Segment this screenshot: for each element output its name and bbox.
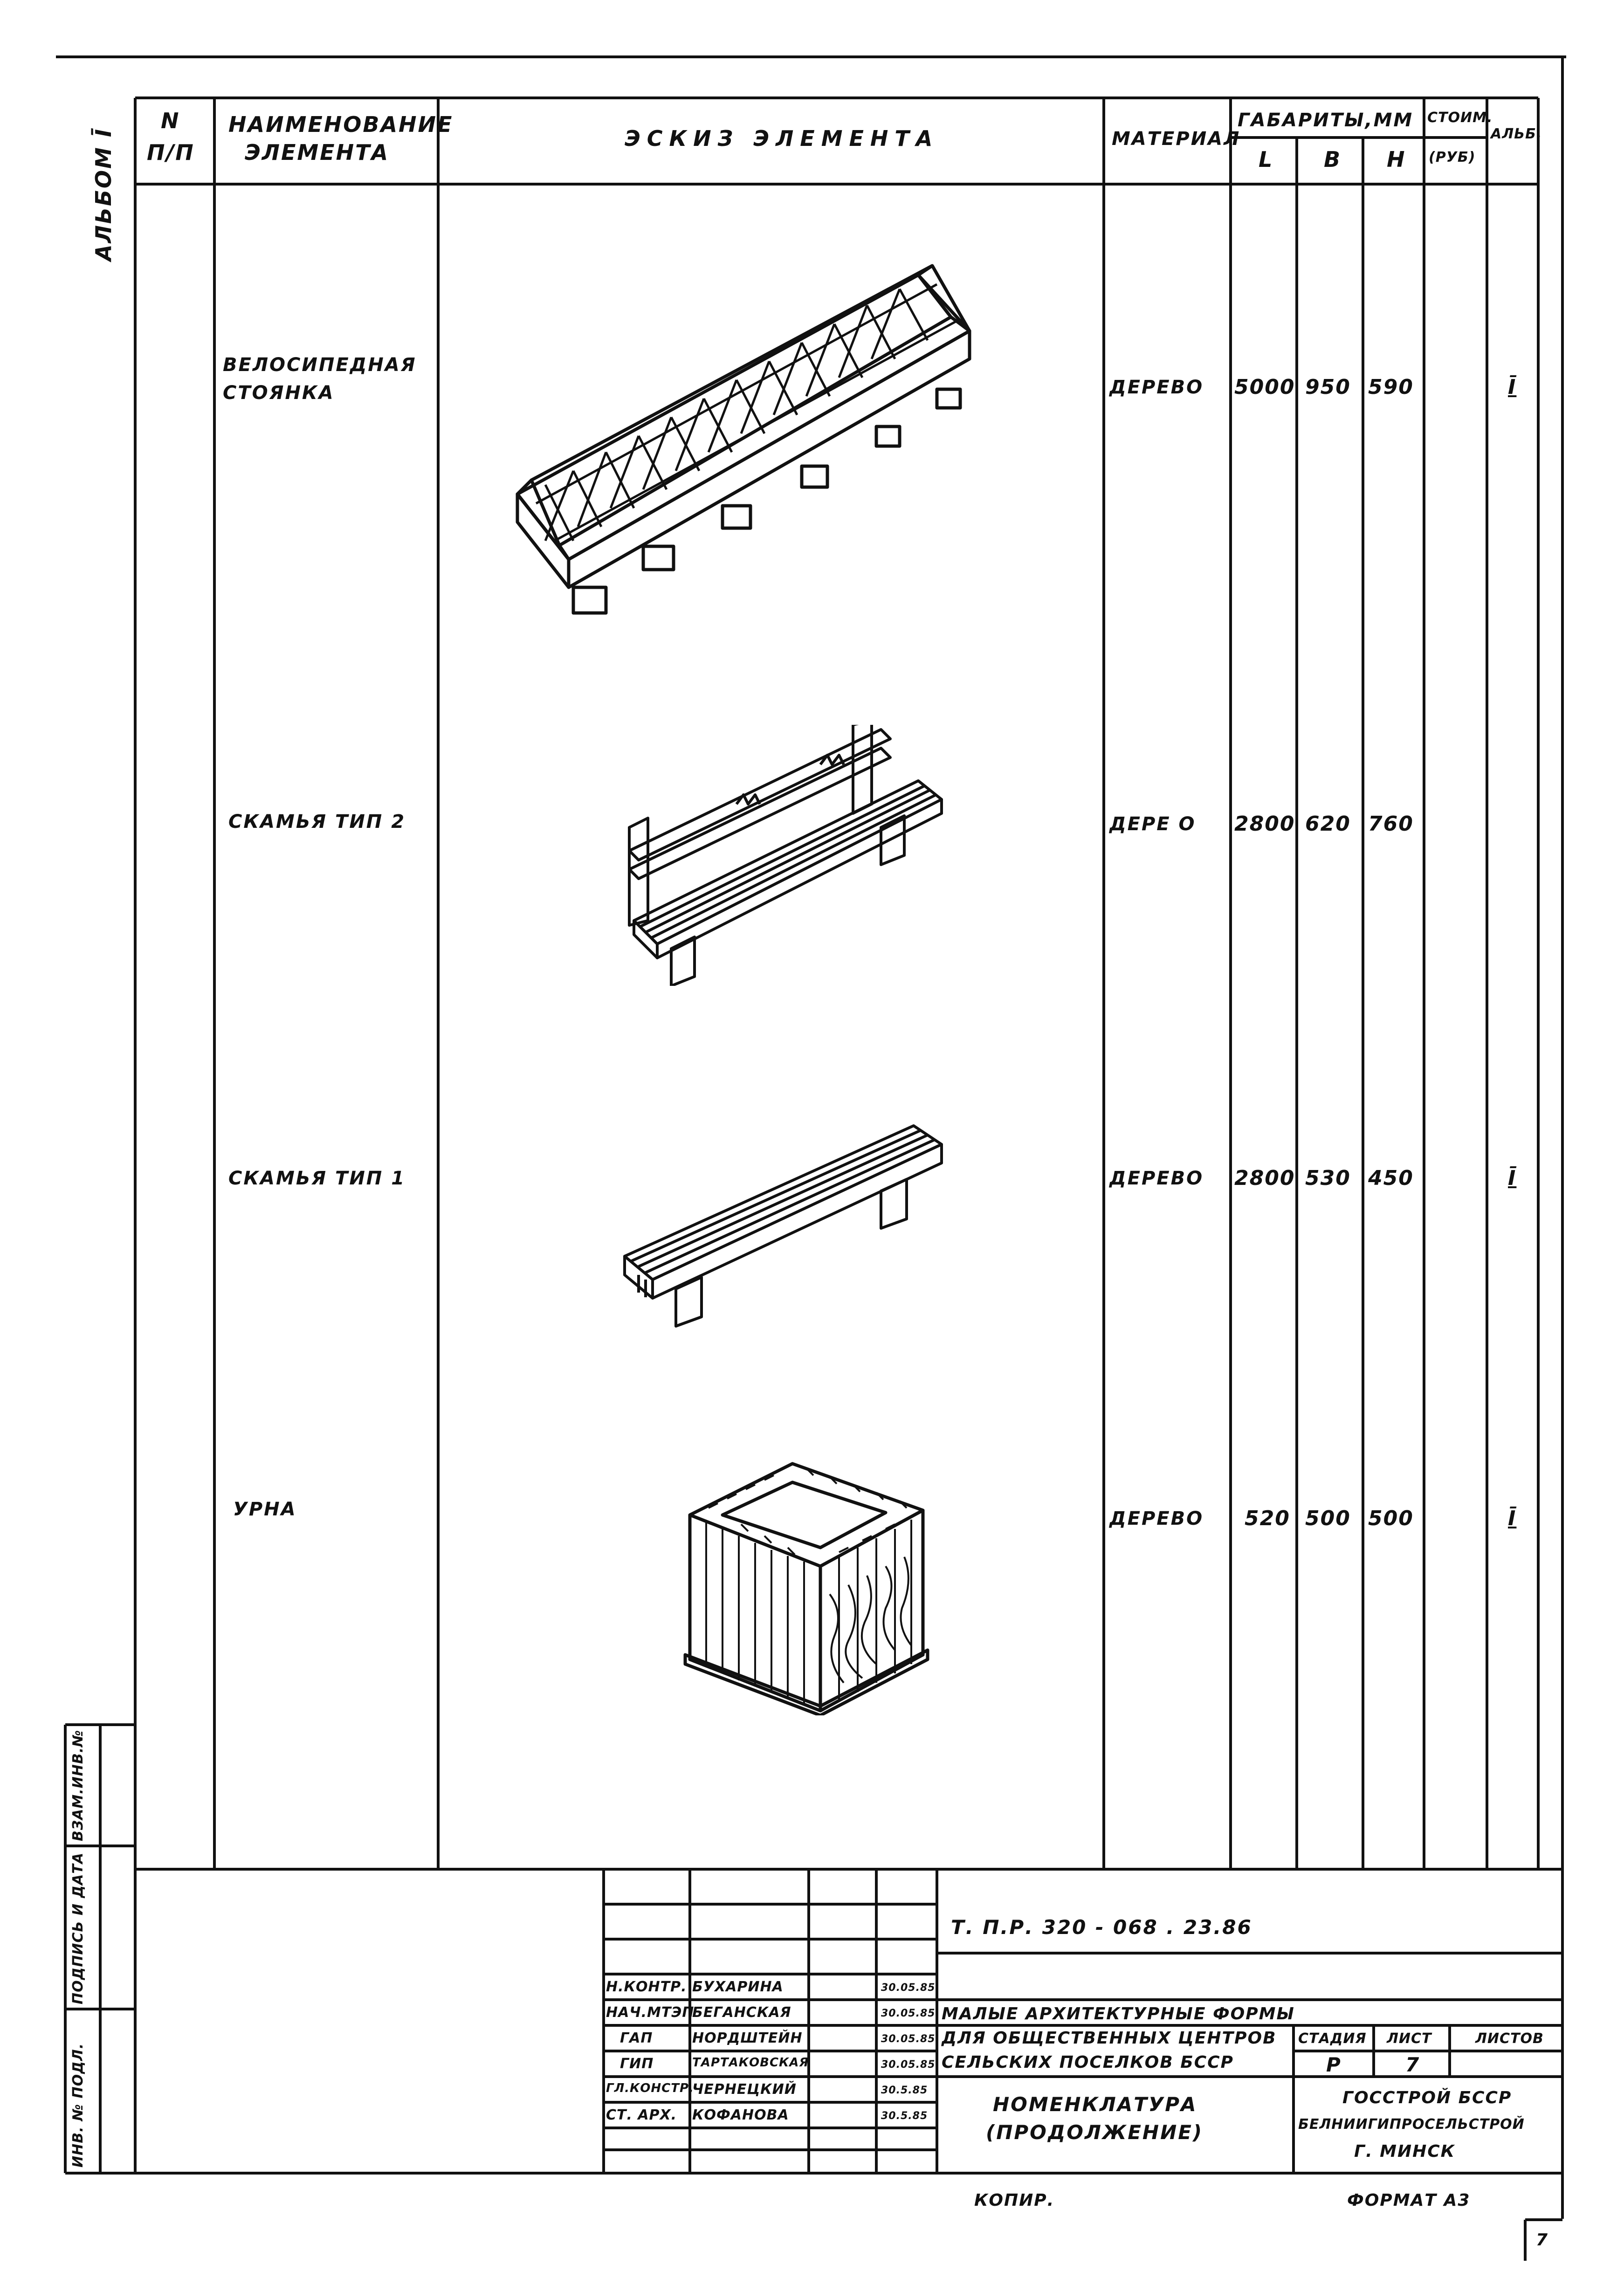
row3-width: 530 <box>1305 1166 1351 1190</box>
sheet-value: 7 <box>1405 2053 1421 2076</box>
header-dimensions: ГАБАРИТЫ,ММ <box>1238 110 1414 131</box>
sig4-role: ГИП <box>620 2056 654 2072</box>
row1-album: Ī <box>1508 375 1517 399</box>
header-material: МАТЕРИАЛ <box>1112 128 1241 150</box>
row1-height: 590 <box>1368 375 1414 399</box>
row1-length: 5000 <box>1234 375 1295 399</box>
sheets-label: ЛИСТОВ <box>1475 2030 1544 2047</box>
project-line3: СЕЛЬСКИХ ПОСЕЛКОВ БССР <box>942 2053 1234 2072</box>
header-number-line1: N <box>161 108 180 133</box>
project-line1: МАЛЫЕ АРХИТЕКТУРНЫЕ ФОРМЫ <box>942 2004 1295 2023</box>
header-sketch: ЭСКИЗ ЭЛЕМЕНТА <box>625 126 939 151</box>
sig1-name: БУХАРИНА <box>692 1979 784 1995</box>
sig3-date: 30.05.85 <box>881 2033 936 2045</box>
sig5-name: ЧЕРНЕЦКИЙ <box>692 2081 797 2098</box>
row4-height: 500 <box>1368 1507 1414 1530</box>
album-side-label: АЛЬБОМ Ī <box>91 128 116 261</box>
row3-height: 450 <box>1368 1166 1414 1190</box>
header-album: АЛЬБ. <box>1491 126 1542 142</box>
sig4-name: ТАРТАКОВСКАЯ <box>692 2056 809 2070</box>
org-line3: Г. МИНСК <box>1354 2142 1456 2161</box>
sheet-title-line1: НОМЕНКЛАТУРА <box>993 2093 1197 2116</box>
row1-material: ДЕРЕВО <box>1109 377 1204 398</box>
stamp-replacement-inventory-label: ВЗАМ.ИНВ.№ <box>70 1729 86 1841</box>
header-dim-h: Н <box>1387 147 1406 172</box>
bicycle-rack-sketch <box>516 264 971 615</box>
row1-name-line2: СТОЯНКА <box>223 382 335 404</box>
stamp-original-inventory-label: ИНВ. № ПОДЛ. <box>70 2043 86 2168</box>
sig5-date: 30.5.85 <box>881 2085 928 2096</box>
org-line1: ГОССТРОЙ БССР <box>1342 2088 1512 2107</box>
stamp-signature-date-label: ПОДПИСЬ И ДАТА <box>70 1852 86 2004</box>
sig6-date: 30.5.85 <box>881 2110 928 2122</box>
bench-type2-sketch <box>628 725 943 986</box>
sheet-label: ЛИСТ <box>1387 2030 1432 2047</box>
org-line2: БЕЛНИИГИПРОСЕЛЬСТРОЙ <box>1298 2116 1525 2133</box>
header-cost-line2: (РУБ) <box>1429 149 1476 165</box>
header-number-line2: П/П <box>147 140 195 165</box>
project-line2: ДЛЯ ОБЩЕСТВЕННЫХ ЦЕНТРОВ <box>942 2029 1277 2048</box>
row3-length: 2800 <box>1234 1166 1295 1190</box>
sheet-title-line2: (ПРОДОЛЖЕНИЕ) <box>986 2121 1204 2144</box>
stage-value: Р <box>1326 2053 1342 2076</box>
urn-sketch <box>683 1462 929 1715</box>
row4-name: УРНА <box>233 1499 297 1520</box>
sig3-role: ГАП <box>620 2030 653 2046</box>
sig6-name: КОФАНОВА <box>692 2107 789 2123</box>
sig1-role: Н.КОНТР. <box>606 1979 687 1995</box>
sig1-date: 30.05.85 <box>881 1982 936 1994</box>
row4-length: 520 <box>1245 1507 1290 1530</box>
row3-album: Ī <box>1508 1166 1517 1190</box>
sig2-role: НАЧ.МТЭП <box>606 2004 695 2021</box>
row4-material: ДЕРЕВО <box>1109 1508 1204 1529</box>
header-dim-l: L <box>1259 147 1274 172</box>
copy-label: КОПИР. <box>974 2191 1055 2210</box>
sig5-role: ГЛ.КОНСТР. <box>606 2081 694 2095</box>
sig2-date: 30.05.85 <box>881 2008 936 2019</box>
row4-width: 500 <box>1305 1507 1351 1530</box>
row2-length: 2800 <box>1234 812 1295 836</box>
row1-width: 950 <box>1305 375 1351 399</box>
row3-name: СКАМЬЯ ТИП 1 <box>228 1168 406 1189</box>
row2-material: ДЕРЕ О <box>1109 813 1196 835</box>
doc-code: Т. П.Р. 320 - 068 . 23.86 <box>951 1916 1252 1939</box>
header-name-line2: ЭЛЕМЕНТА <box>245 140 390 165</box>
row2-height: 760 <box>1368 812 1414 836</box>
stage-label: СТАДИЯ <box>1298 2030 1367 2047</box>
row2-name: СКАМЬЯ ТИП 2 <box>228 811 406 833</box>
page-mark: 7 <box>1536 2230 1549 2250</box>
header-cost-line1: СТОИМ. <box>1427 110 1493 126</box>
row4-album: Ī <box>1508 1507 1517 1530</box>
format-label: ФОРМАТ А3 <box>1347 2191 1471 2210</box>
bench-type1-sketch <box>623 1124 943 1328</box>
sig3-name: НОРДШТЕЙН <box>692 2030 803 2046</box>
row3-material: ДЕРЕВО <box>1109 1168 1204 1189</box>
row2-width: 620 <box>1305 812 1351 836</box>
sig4-date: 30.05.85 <box>881 2059 936 2071</box>
sig6-role: СТ. АРХ. <box>606 2107 677 2123</box>
row1-name-line1: ВЕЛОСИПЕДНАЯ <box>223 354 417 376</box>
header-dim-b: В <box>1324 147 1342 172</box>
header-name-line1: НАИМЕНОВАНИЕ <box>228 112 454 137</box>
sig2-name: БЕГАНСКАЯ <box>692 2004 791 2021</box>
